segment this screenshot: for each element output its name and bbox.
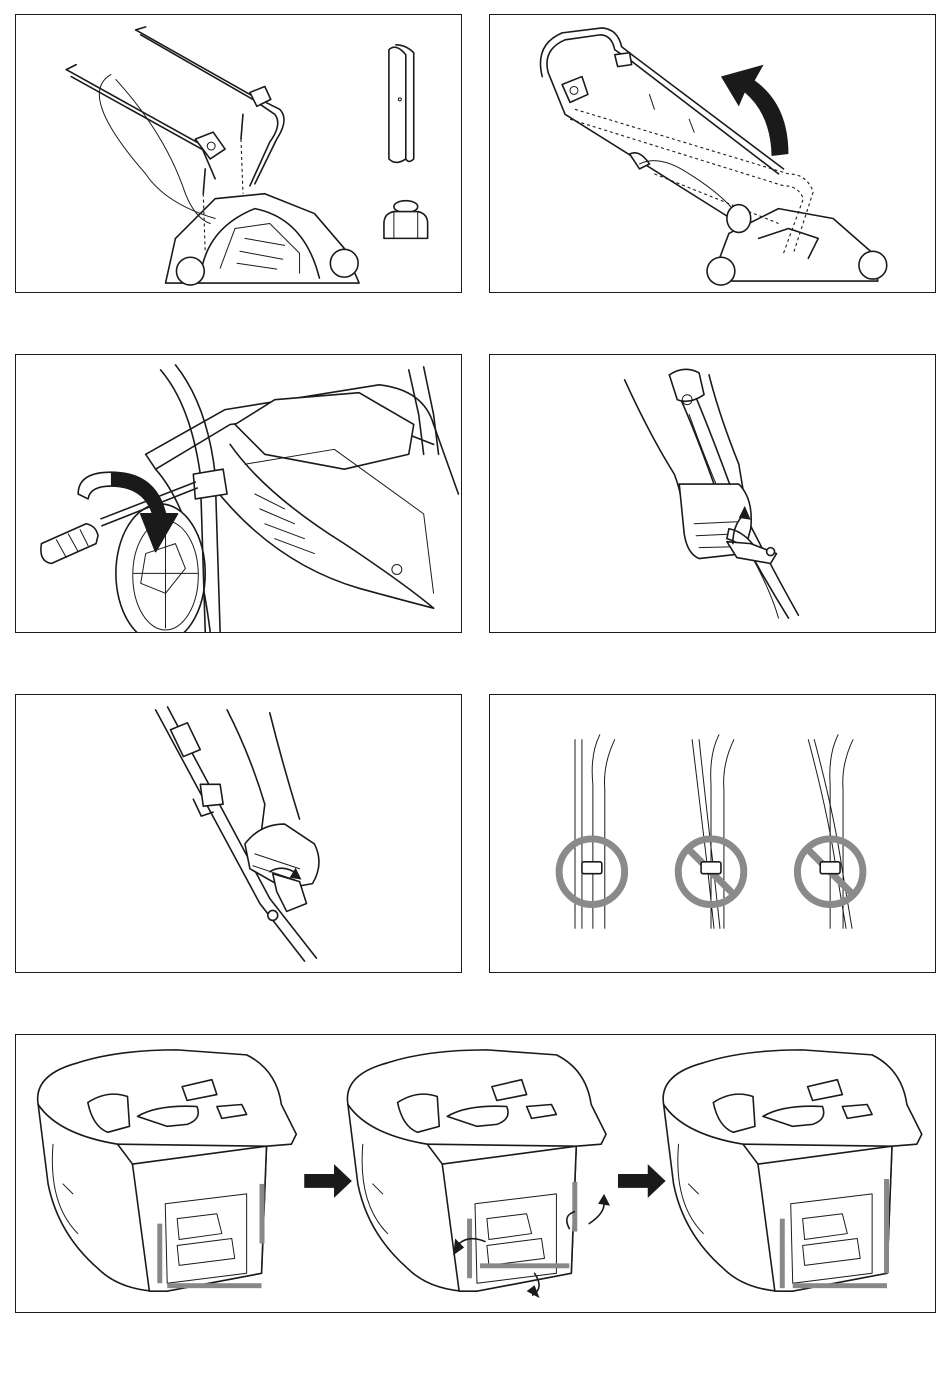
grass-box-step-3 xyxy=(663,1050,922,1291)
handle-raised xyxy=(540,28,783,224)
clip-incorrect-1 xyxy=(678,735,744,929)
next-step-arrow-1 xyxy=(304,1164,352,1198)
mower-deck xyxy=(166,194,360,285)
figure-tighten-screw xyxy=(15,354,462,633)
fold-up-arrow xyxy=(721,65,789,156)
grass-box-step-1 xyxy=(38,1050,297,1291)
clip-correct xyxy=(559,735,625,929)
grass-box-step-2 xyxy=(347,1050,610,1298)
handle-plug-part xyxy=(384,201,428,239)
figure-assemble-handle xyxy=(15,14,462,293)
figure-grass-box-assembly xyxy=(15,1034,936,1313)
handle-frame xyxy=(66,27,284,224)
hand xyxy=(625,375,761,561)
handle-tube-part xyxy=(389,45,414,163)
hand xyxy=(227,710,319,889)
figure-lower-clamp xyxy=(15,694,462,973)
figure-upper-clamp xyxy=(489,354,936,633)
clamp-lever xyxy=(727,542,777,564)
next-step-arrow-2 xyxy=(618,1164,666,1198)
figure-cable-clip xyxy=(489,694,936,973)
clip-incorrect-2 xyxy=(797,735,863,929)
figure-fold-handle xyxy=(489,14,936,293)
